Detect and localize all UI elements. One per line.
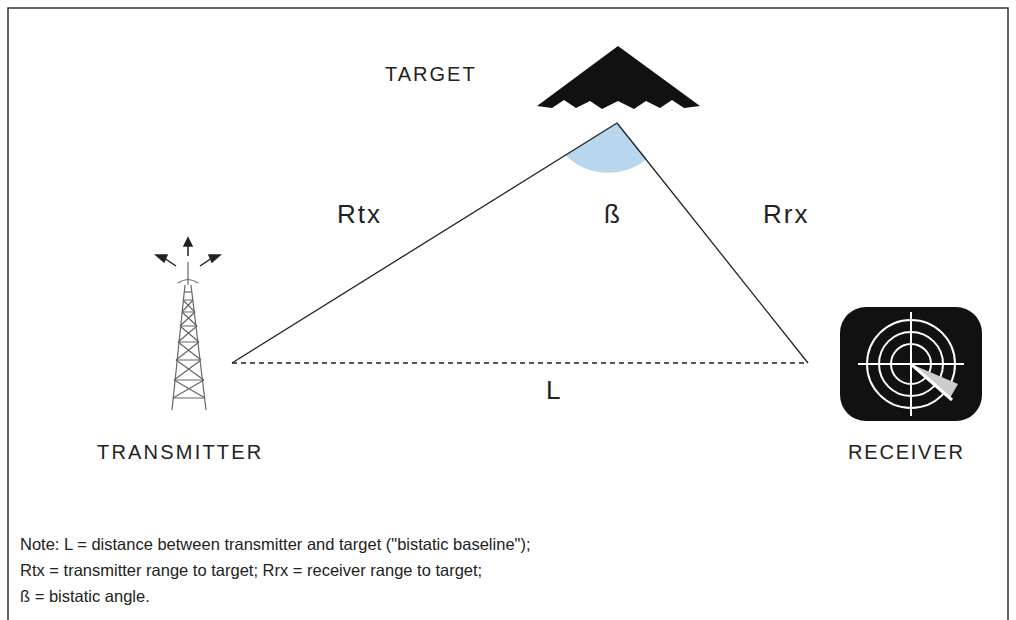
stealth-aircraft <box>537 46 700 109</box>
angle-label: ß <box>604 200 620 229</box>
transmitter-label: TRANSMITTER <box>97 441 263 463</box>
transmitter-range-line <box>232 123 617 363</box>
transmitter-tower <box>172 262 206 410</box>
note-text: ß = bistatic angle. <box>20 587 150 605</box>
note-text: Rtx = transmitter range to target; Rrx =… <box>20 561 482 579</box>
target-label: TARGET <box>385 63 477 85</box>
baseline <box>232 362 808 363</box>
radiation-arrows <box>156 238 220 266</box>
receiver-label: RECEIVER <box>848 441 965 463</box>
note-text: Note: L = distance between transmitter a… <box>20 535 531 553</box>
range-label: Rtx <box>337 200 382 229</box>
baseline-label: L <box>546 376 560 405</box>
frame <box>8 8 1008 620</box>
range-label: Rrx <box>763 200 809 229</box>
receiver-icon <box>840 307 982 421</box>
receiver-range-line <box>617 123 808 363</box>
